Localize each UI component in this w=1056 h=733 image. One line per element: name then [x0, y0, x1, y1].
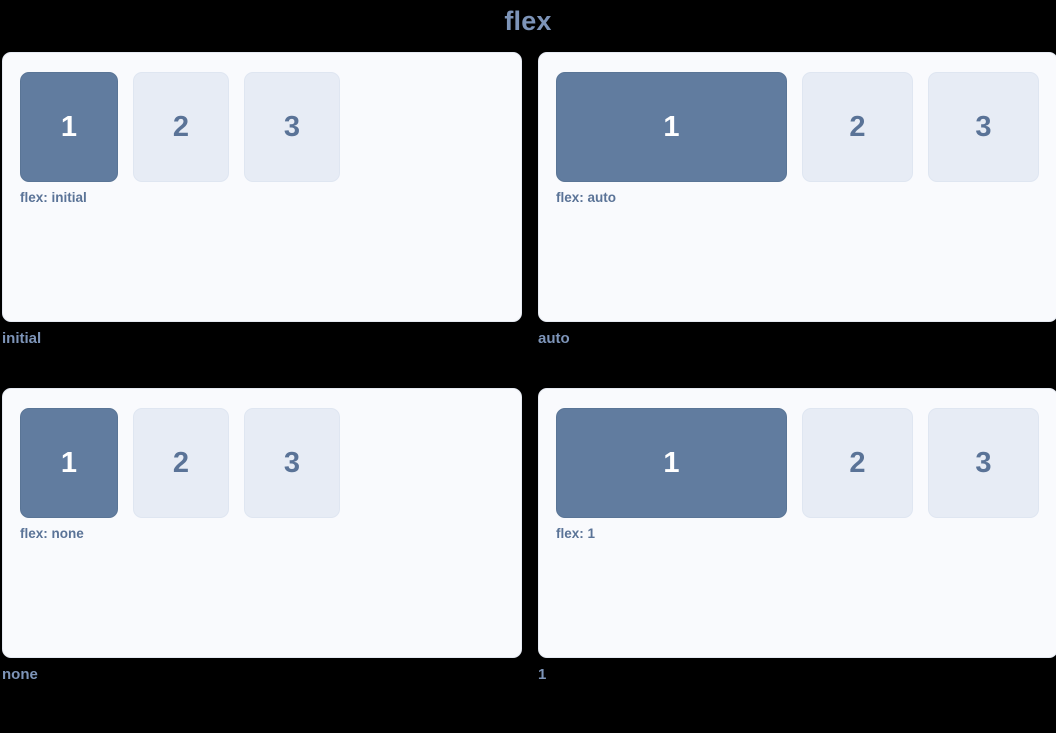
flex-item-2: 2: [133, 408, 229, 518]
flex-item-2: 2: [802, 72, 913, 182]
flex-value-caption: flex: initial: [20, 190, 87, 205]
flex-value-caption: flex: auto: [556, 190, 617, 205]
flex-item-2: 2: [802, 408, 913, 518]
flex-item-1: 1: [20, 408, 118, 518]
flex-item-3: 3: [928, 408, 1039, 518]
flex-item-3: 3: [928, 72, 1039, 182]
flex-item-1: 1: [556, 408, 787, 518]
flex-item-2: 2: [133, 72, 229, 182]
section-label: 1: [538, 666, 547, 683]
page-title: flex: [504, 6, 552, 36]
flex-item-3: 3: [244, 408, 340, 518]
section-label: auto: [538, 330, 570, 347]
section-label: none: [2, 666, 38, 683]
flex-item-1: 1: [20, 72, 118, 182]
flex-value-caption: flex: none: [20, 526, 84, 541]
flex-value-caption: flex: 1: [556, 526, 596, 541]
flex-item-3: 3: [244, 72, 340, 182]
flex-item-1: 1: [556, 72, 787, 182]
section-label: initial: [2, 330, 42, 347]
